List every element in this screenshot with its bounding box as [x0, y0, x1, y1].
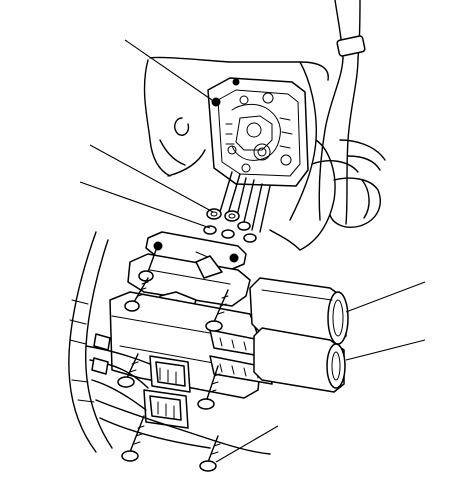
leader-valve-cover [124, 39, 213, 101]
harness-clamp [336, 35, 366, 57]
bolt [205, 289, 229, 332]
mounting-bolts [117, 249, 229, 472]
valve-body-cover [207, 77, 309, 187]
dowel-pins [219, 171, 271, 233]
transmission-housing [143, 56, 381, 251]
leader-solenoid-lower [345, 339, 426, 361]
wire-harness-lower [68, 231, 271, 455]
bolt [197, 365, 221, 410]
connectors [143, 355, 191, 429]
leader-dowel [79, 181, 211, 229]
o-rings [203, 208, 257, 243]
wire-harness-upper [318, 0, 386, 225]
solenoid-valve-upper [249, 277, 349, 347]
leader-solenoid-upper [345, 281, 426, 313]
cover-bolt-hole [211, 97, 221, 107]
bolt [121, 415, 145, 462]
leader-o-ring [89, 144, 214, 213]
cover-bolt-hole [232, 78, 240, 86]
bracket [127, 253, 251, 317]
bolt [199, 435, 221, 472]
leader-bolt [215, 425, 279, 463]
leader-lines [79, 39, 426, 463]
bolt [124, 277, 149, 312]
solenoid-valve-lower [253, 327, 346, 393]
bolt [117, 353, 139, 388]
gasket [145, 231, 247, 271]
